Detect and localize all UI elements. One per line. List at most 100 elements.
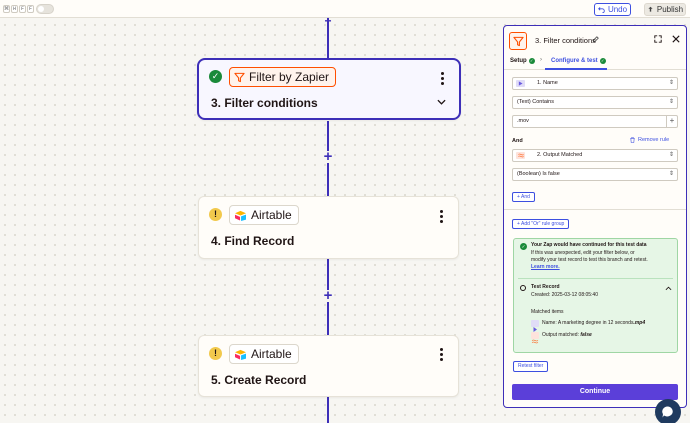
step-title: 5. Create Record [211, 373, 307, 387]
top-toolbar: ⌘ H F F Undo Publish [0, 0, 690, 18]
chevron-updown-icon: ⇕ [668, 152, 674, 158]
airtable-logo-icon [235, 210, 246, 221]
record-title: Test Record [531, 284, 560, 290]
shortcut-key: ⌘ [3, 5, 10, 13]
step-card-filter[interactable]: ✓ Filter by Zapier 3. Filter conditions [197, 58, 461, 120]
rule1-value-text: .mov [517, 118, 529, 124]
app-name: Airtable [251, 347, 292, 361]
and-button-label: And [521, 194, 530, 200]
record-created: Created: 2025-03-12 08:05:40 [531, 292, 598, 298]
step-editor-panel: 3. Filter conditions Setup ✓ › Configure… [503, 25, 687, 408]
connector-line [327, 18, 329, 58]
play-icon [516, 80, 525, 87]
app-chip: Filter by Zapier [229, 67, 337, 87]
rule1-field-value: 1. Name [537, 80, 558, 86]
rule1-condition-value: (Text) Contains [517, 99, 554, 105]
shortcut-key: F [19, 5, 26, 13]
formatter-icon [531, 332, 539, 344]
chevron-updown-icon: ⇕ [668, 80, 674, 86]
result-heading: Your Zap would have continued for this t… [531, 242, 647, 248]
app-chip: Airtable [229, 205, 299, 225]
or-group-label: Add "Or" rule group [521, 221, 565, 227]
chevron-right-icon: › [540, 57, 542, 63]
check-icon: ✓ [528, 58, 535, 64]
learn-more-link[interactable]: Learn more. [531, 264, 560, 270]
rule2-condition-value: (Boolean) Is false [517, 171, 560, 177]
publish-label: Publish [656, 5, 684, 14]
matched-item-1-text: Name: A marketing degree in 12 seconds [542, 320, 634, 326]
step-title: 3. Filter conditions [211, 96, 318, 110]
success-check-icon: ✓ [520, 243, 527, 250]
tab-configure-test[interactable]: Configure & test ✓ [551, 58, 606, 64]
active-tab-indicator [545, 68, 607, 70]
rule2-field-select[interactable]: 2. Output Matched ⇕ [512, 149, 678, 162]
panel-title: 3. Filter conditions [535, 36, 596, 45]
formatter-icon [516, 152, 525, 159]
more-options-icon[interactable] [440, 210, 444, 225]
filter-icon [234, 72, 245, 82]
remove-rule-label: Remove rule [638, 137, 670, 143]
add-or-rule-group-button[interactable]: + Add "Or" rule group [512, 219, 570, 229]
insert-data-plus-icon[interactable]: + [666, 115, 677, 128]
tab-label: Configure & test [551, 58, 598, 64]
more-options-icon[interactable] [440, 348, 444, 363]
add-step-icon[interactable]: + [322, 287, 334, 304]
matched-item-1: Name: A marketing degree in 12 seconds.m… [542, 320, 645, 327]
app-name: Filter by Zapier [249, 70, 330, 84]
toggle-switch[interactable] [36, 4, 54, 14]
rule1-field-select[interactable]: 1. Name ⇕ [512, 77, 678, 90]
matched-item-2: Output matched: false [542, 332, 592, 339]
plus-icon: + [517, 221, 522, 227]
rule2-condition-select[interactable]: (Boolean) Is false ⇕ [512, 168, 678, 181]
rule2-field-value: 2. Output Matched [537, 152, 583, 158]
add-step-icon[interactable]: + [324, 14, 332, 28]
continue-button[interactable]: Continue [512, 384, 678, 400]
result-body-line1: If this was unexpected, edit your filter… [531, 250, 635, 256]
step-title: 4. Find Record [211, 234, 295, 248]
help-chat-button[interactable] [655, 399, 681, 423]
remove-rule-button[interactable]: Remove rule [630, 137, 669, 143]
and-connector-label: And [512, 138, 523, 144]
play-icon [531, 320, 539, 332]
chat-icon [662, 406, 673, 418]
rule1-value-input[interactable]: .mov + [512, 115, 678, 128]
undo-icon [597, 7, 605, 13]
tab-label: Setup [510, 58, 527, 64]
undo-button[interactable]: Undo [594, 3, 631, 16]
complete-check-icon: ✓ [209, 70, 222, 83]
app-name: Airtable [251, 208, 292, 222]
undo-label: Undo [607, 5, 628, 14]
step-card-create-record[interactable]: ! Airtable 5. Create Record [198, 335, 459, 397]
matched-item-2-emph: false [580, 332, 592, 338]
publish-button[interactable]: Publish [644, 3, 686, 16]
panel-tabs: Setup ✓ › Configure & test ✓ [504, 54, 686, 70]
step-card-find-record[interactable]: ! Airtable 4. Find Record [198, 196, 459, 259]
tab-setup[interactable]: Setup ✓ [510, 58, 535, 64]
matched-items-label: Matched items [531, 309, 564, 315]
connector-line [327, 397, 329, 423]
record-radio-icon[interactable] [520, 285, 526, 291]
add-and-rule-button[interactable]: + And [512, 192, 535, 202]
chevron-up-icon[interactable] [665, 286, 672, 291]
matched-item-2-text: Output matched: [542, 332, 581, 338]
warning-icon: ! [209, 347, 222, 360]
expand-icon[interactable] [654, 35, 662, 43]
edit-pencil-icon[interactable] [592, 36, 599, 43]
rule1-condition-select[interactable]: (Text) Contains ⇕ [512, 96, 678, 109]
more-options-icon[interactable] [441, 72, 445, 87]
divider [518, 278, 673, 279]
shortcut-key: H [11, 5, 18, 13]
plus-icon: + [517, 194, 522, 200]
airtable-logo-icon [235, 349, 246, 360]
filter-app-badge [509, 32, 527, 50]
retest-filter-button[interactable]: Retest filter [513, 361, 549, 372]
test-result-box: ✓ Your Zap would have continued for this… [513, 238, 678, 353]
chevron-updown-icon: ⇕ [668, 99, 674, 105]
panel-header: 3. Filter conditions [504, 26, 686, 54]
matched-item-1-emph: .mp4 [633, 320, 646, 326]
app-chip: Airtable [229, 344, 299, 364]
add-step-icon[interactable]: + [322, 148, 334, 165]
close-icon[interactable] [672, 35, 680, 43]
chevron-down-icon[interactable] [437, 97, 446, 107]
chevron-updown-icon: ⇕ [668, 171, 674, 177]
